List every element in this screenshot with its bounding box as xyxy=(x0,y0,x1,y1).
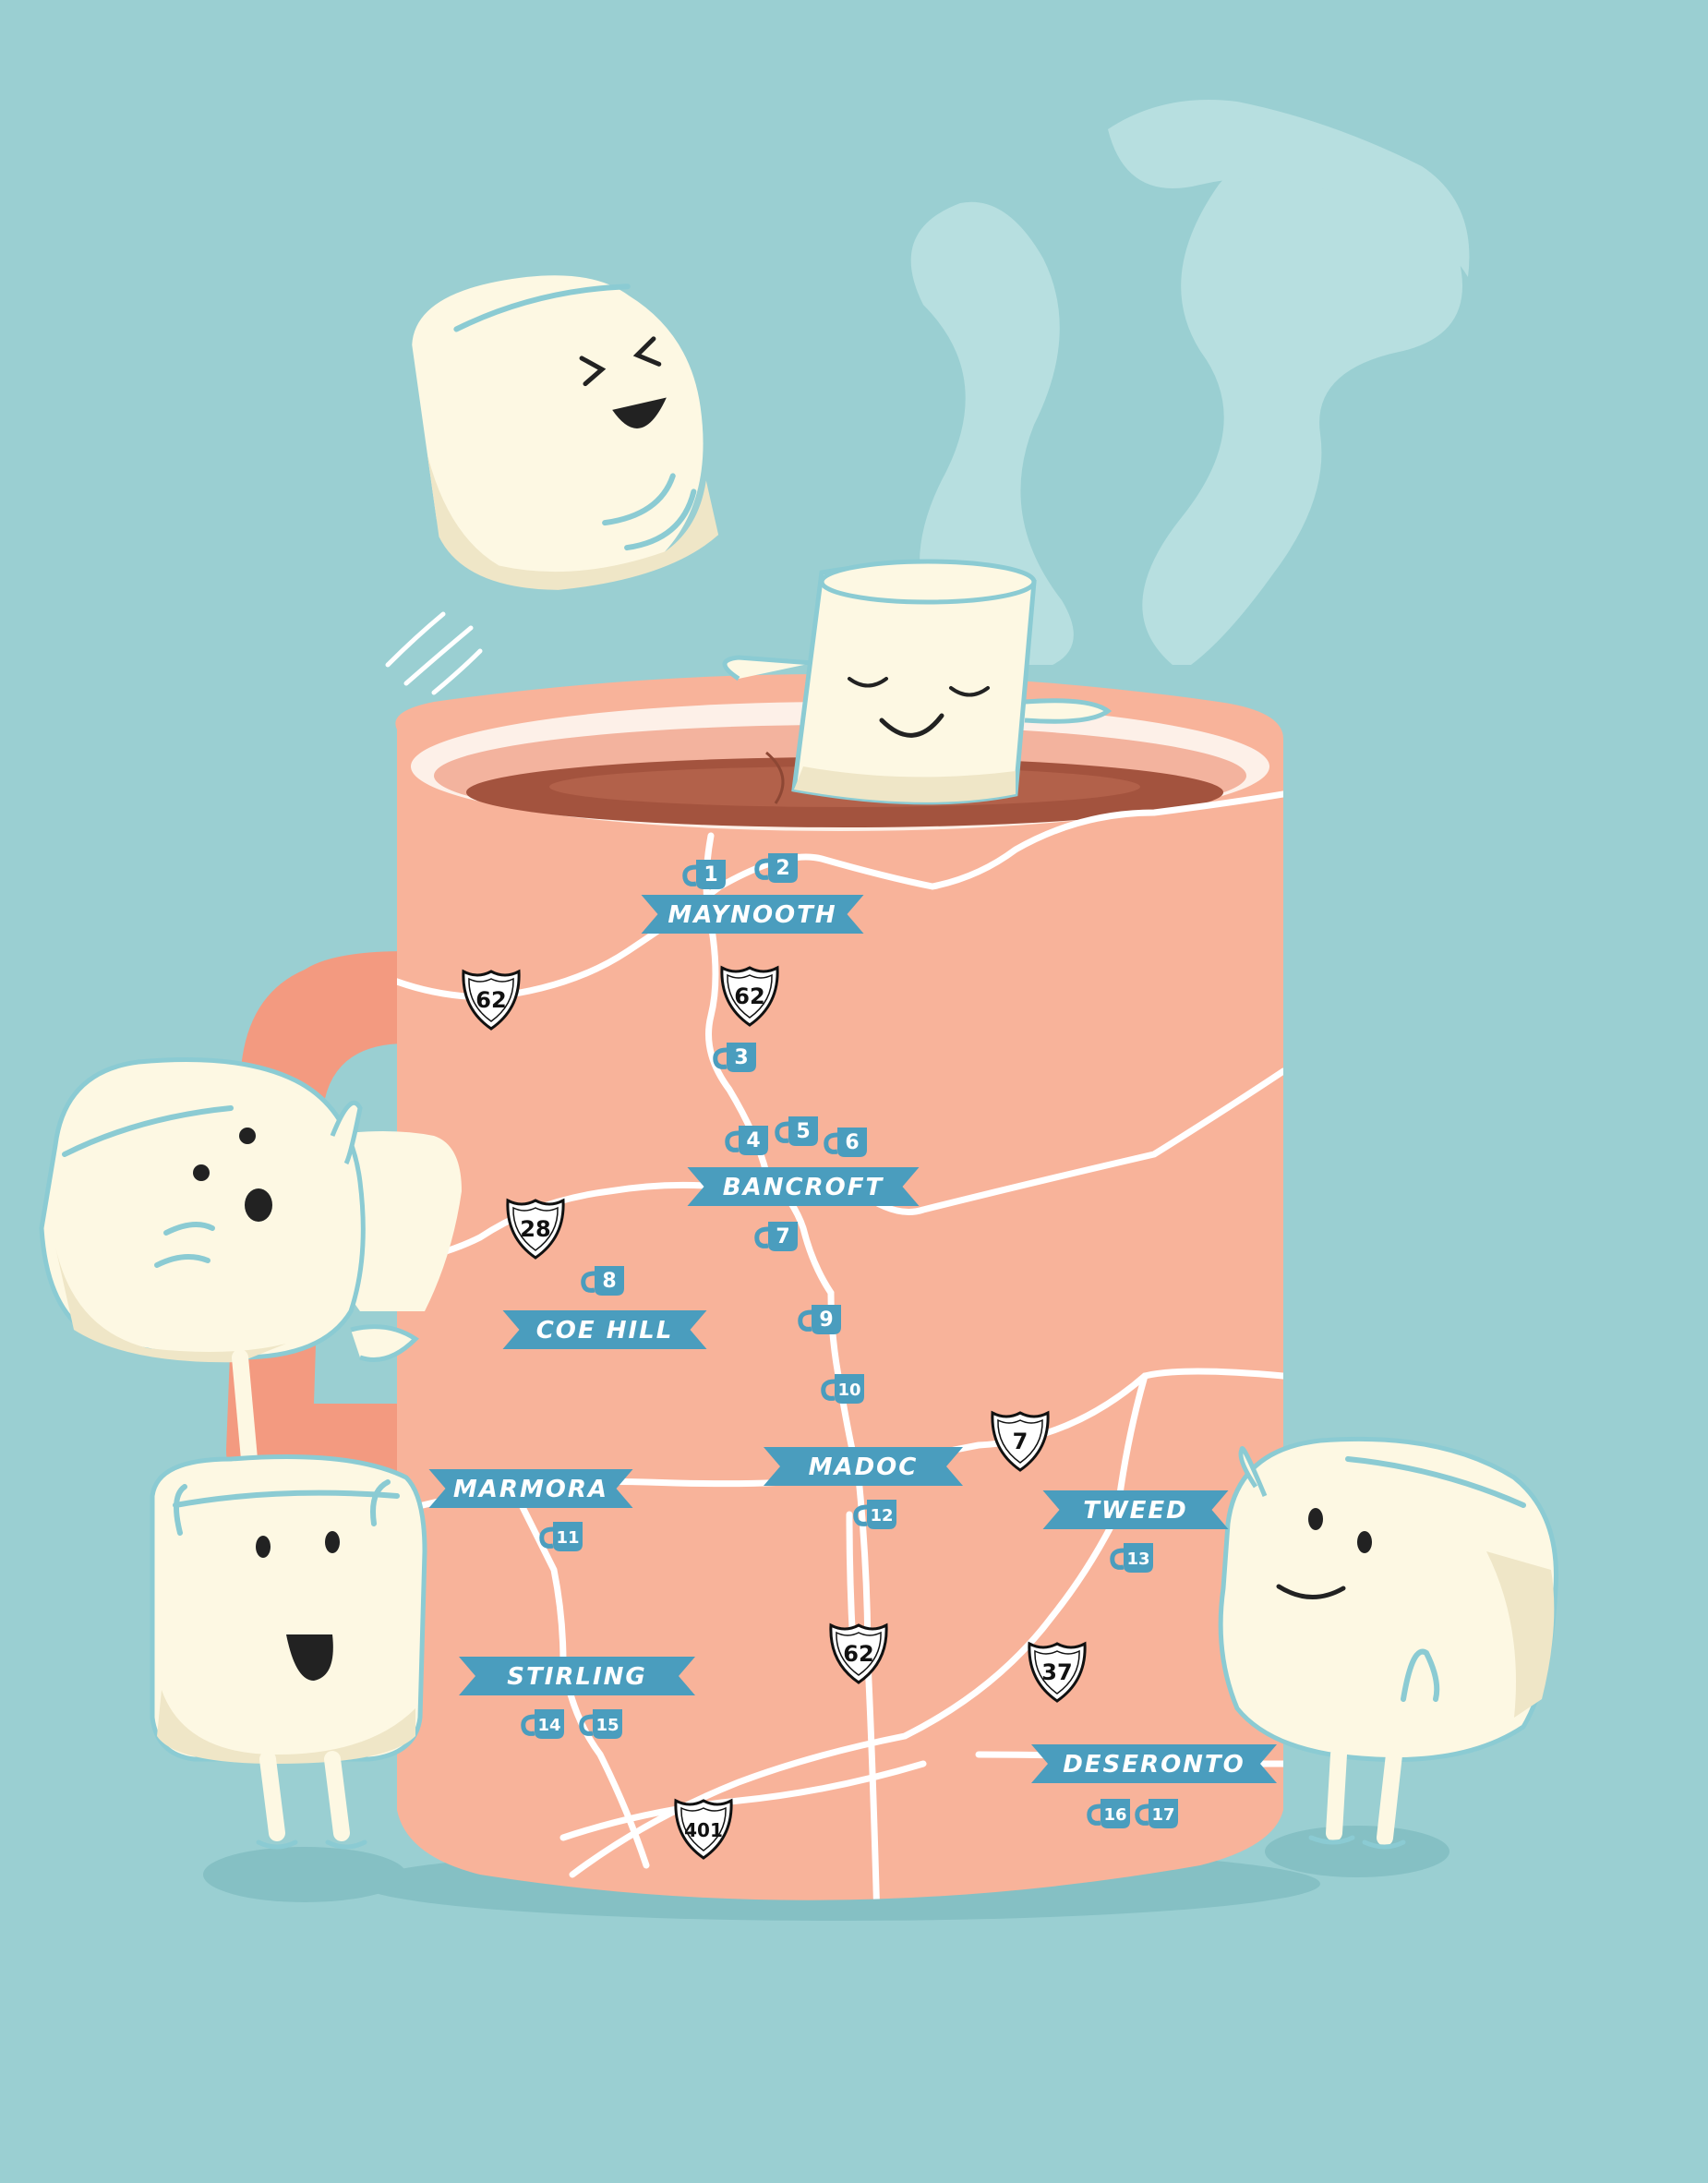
surprised-marshmallow xyxy=(39,1057,462,1474)
town-label-marmora: MARMORA xyxy=(453,1476,608,1503)
town-banner-deseronto: DESERONTO xyxy=(1031,1744,1277,1783)
town-label-maynooth: MAYNOOTH xyxy=(668,901,836,929)
highway-number: 7 xyxy=(1013,1429,1028,1454)
highway-number: 401 xyxy=(684,1819,723,1841)
stop-number: 7 xyxy=(776,1225,789,1248)
stop-marker-11[interactable]: 11 xyxy=(542,1522,583,1551)
town-label-stirling: STIRLING xyxy=(507,1663,647,1691)
highway-number: 62 xyxy=(475,987,506,1013)
stop-number: 3 xyxy=(734,1046,748,1069)
town-banner-marmora: MARMORA xyxy=(428,1469,633,1508)
stop-number: 14 xyxy=(537,1716,560,1735)
town-banners: MAYNOOTH BANCROFT COE HILL MARMORA MADOC TWEE… xyxy=(428,895,1277,1783)
town-label-bancroft: BANCROFT xyxy=(723,1174,884,1201)
stop-number: 17 xyxy=(1151,1805,1174,1825)
highway-number: 62 xyxy=(734,983,764,1009)
flying-marshmallow xyxy=(412,275,719,590)
stop-number: 2 xyxy=(776,857,789,880)
highway-shield-37: 37 xyxy=(1028,1642,1087,1703)
stop-number: 13 xyxy=(1126,1550,1149,1569)
steam-plume xyxy=(910,139,1462,665)
highway-number: 37 xyxy=(1041,1659,1072,1685)
stop-marker-3[interactable]: 3 xyxy=(716,1043,756,1072)
town-banner-madoc: MADOC xyxy=(764,1447,963,1486)
stop-marker-2[interactable]: 2 xyxy=(757,853,798,883)
stop-number: 9 xyxy=(819,1309,833,1332)
highway-shield-62: 62 xyxy=(720,966,779,1027)
town-banner-maynooth: MAYNOOTH xyxy=(641,895,864,934)
town-banner-tweed: TWEED xyxy=(1042,1490,1229,1529)
stop-number: 6 xyxy=(845,1131,859,1154)
stop-marker-13[interactable]: 13 xyxy=(1113,1543,1153,1573)
stop-number: 10 xyxy=(837,1381,860,1400)
highway-shield-62: 62 xyxy=(462,970,521,1031)
stop-marker-7[interactable]: 7 xyxy=(757,1222,798,1251)
stop-number: 5 xyxy=(796,1120,810,1143)
stop-number: 11 xyxy=(556,1528,579,1548)
highway-shield-28: 28 xyxy=(506,1199,565,1260)
stop-marker-17[interactable]: 17 xyxy=(1137,1799,1178,1828)
stop-marker-1[interactable]: 1 xyxy=(685,860,726,889)
stop-marker-15[interactable]: 15 xyxy=(582,1709,622,1739)
stop-number: 8 xyxy=(602,1270,616,1293)
smiling-marshmallow xyxy=(1218,1436,1558,1850)
town-banner-bancroft: BANCROFT xyxy=(687,1167,920,1206)
town-banner-coe-hill: COE HILL xyxy=(502,1310,707,1349)
mug-body xyxy=(395,674,1283,1900)
stop-marker-5[interactable]: 5 xyxy=(777,1116,818,1146)
town-label-madoc: MADOC xyxy=(809,1453,919,1481)
town-label-tweed: TWEED xyxy=(1083,1497,1188,1525)
motion-lines xyxy=(385,611,483,695)
stop-marker-12[interactable]: 12 xyxy=(856,1500,896,1529)
right-marshmallow-shadow xyxy=(1265,1826,1449,1877)
highway-shield-401: 401 xyxy=(674,1799,733,1860)
highway-shield-62: 62 xyxy=(829,1623,888,1684)
stop-marker-6[interactable]: 6 xyxy=(826,1128,867,1157)
stop-marker-14[interactable]: 14 xyxy=(523,1709,564,1739)
stop-number: 4 xyxy=(746,1129,760,1152)
highway-number: 28 xyxy=(520,1216,550,1242)
stop-number: 16 xyxy=(1103,1805,1126,1825)
stop-marker-8[interactable]: 8 xyxy=(583,1266,624,1296)
town-label-coe-hill: COE HILL xyxy=(536,1317,674,1345)
stop-marker-4[interactable]: 4 xyxy=(728,1126,768,1155)
stop-marker-10[interactable]: 10 xyxy=(824,1374,864,1404)
town-label-deseronto: DESERONTO xyxy=(1063,1751,1245,1779)
stop-marker-9[interactable]: 9 xyxy=(800,1305,841,1334)
stop-number: 15 xyxy=(595,1716,619,1735)
stop-number: 12 xyxy=(870,1506,893,1526)
stop-marker-16[interactable]: 16 xyxy=(1089,1799,1130,1828)
steam-plume-top xyxy=(1108,100,1470,277)
town-banner-stirling: STIRLING xyxy=(459,1657,695,1695)
cheering-marshmallow xyxy=(150,1454,427,1850)
highway-shield-7: 7 xyxy=(991,1411,1050,1472)
left-marshmallow-shadow xyxy=(203,1847,406,1902)
bathing-marshmallow xyxy=(722,559,1113,805)
stop-number: 1 xyxy=(704,863,717,886)
highway-number: 62 xyxy=(843,1641,873,1667)
